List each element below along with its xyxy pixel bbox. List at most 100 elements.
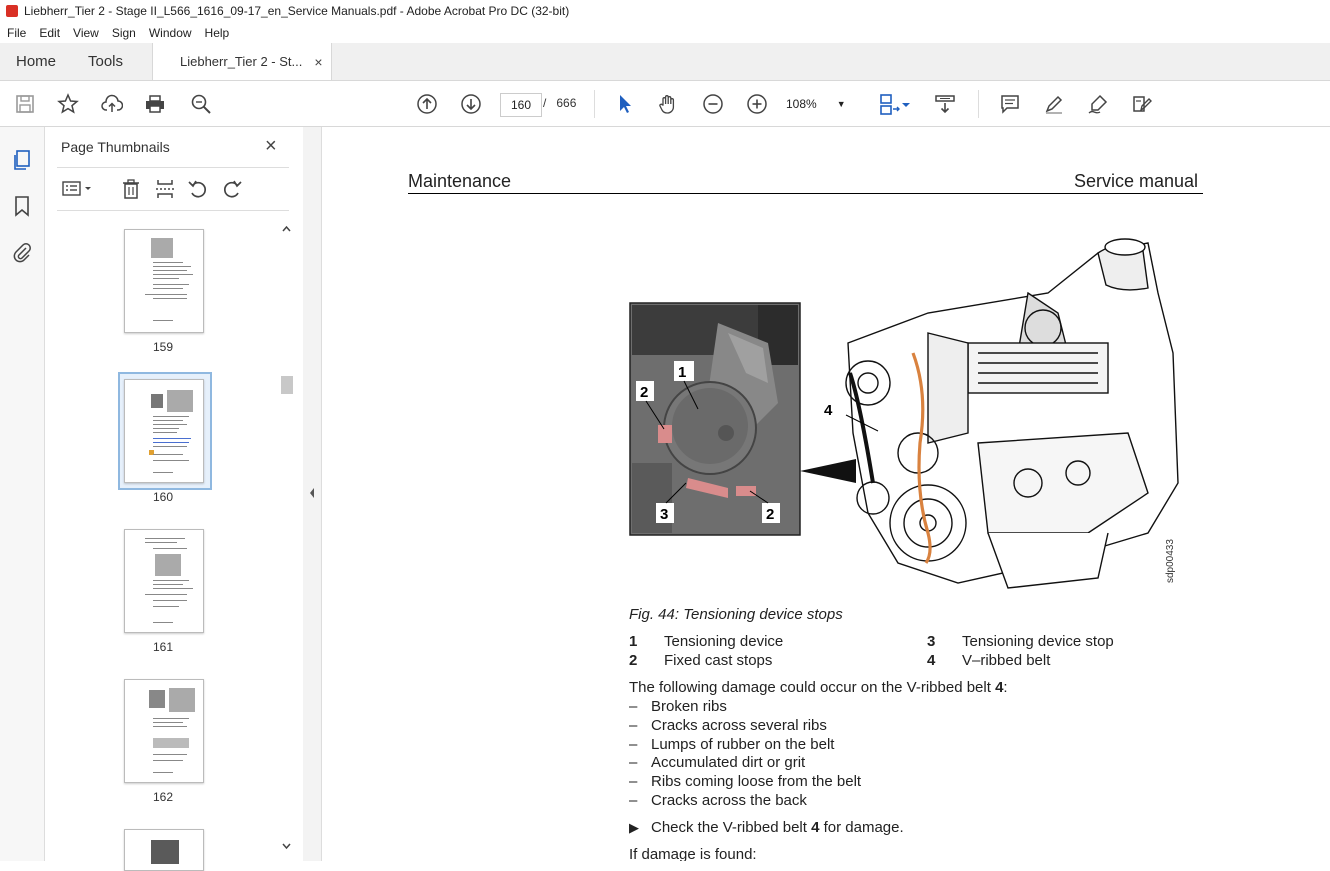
- damage-item-text: Broken ribs: [651, 698, 727, 715]
- figure-connector: [800, 459, 856, 483]
- panel-divider-2: [57, 210, 289, 211]
- damage-item-text: Accumulated dirt or grit: [651, 754, 806, 771]
- damage-item: –Ribs coming loose from the belt: [629, 773, 861, 790]
- next-page-icon[interactable]: [460, 93, 482, 115]
- damage-intro-text: The following damage could occur on the …: [629, 679, 996, 696]
- rotate-clockwise-icon[interactable]: [221, 178, 243, 200]
- collapse-arrow-icon: [310, 488, 314, 498]
- print-icon[interactable]: [144, 93, 166, 115]
- tab-document-label: Liebherr_Tier 2 - St...: [180, 54, 303, 69]
- dash-mark: –: [629, 736, 638, 753]
- thumbnail-label-159: 159: [152, 340, 174, 354]
- tab-close-icon[interactable]: ×: [314, 53, 323, 70]
- tab-document[interactable]: Liebherr_Tier 2 - St... ×: [152, 43, 332, 80]
- callout-1: 1: [678, 364, 686, 381]
- menu-bar: File Edit View Sign Window Help: [0, 22, 1330, 43]
- dash-mark: –: [629, 754, 638, 771]
- thumbnail-page-162[interactable]: [124, 679, 204, 783]
- rotate-counterclockwise-icon[interactable]: [187, 178, 209, 200]
- step-text: Check the V-ribbed belt 4 for damage.: [651, 819, 904, 836]
- toolbar: 160 / 666 108% ▼: [0, 81, 1330, 127]
- damage-intro-ref: 4: [995, 679, 1004, 696]
- page-thumbnails-icon[interactable]: [11, 149, 33, 171]
- page-header-right: Service manual: [1074, 171, 1199, 191]
- document-viewer: Maintenance Service manual: [322, 127, 1330, 861]
- thumbnail-options-icon[interactable]: [61, 178, 95, 200]
- fit-page-chevron-icon[interactable]: [900, 93, 912, 115]
- delete-page-icon[interactable]: [120, 178, 142, 200]
- callout-4: 4: [824, 402, 833, 419]
- bookmark-icon[interactable]: [11, 195, 33, 217]
- menu-window[interactable]: Window: [148, 25, 192, 40]
- page-total-count: 666: [556, 96, 577, 110]
- zoom-level-select[interactable]: 108% ▼: [786, 93, 856, 115]
- menu-help[interactable]: Help: [204, 25, 230, 40]
- legend-text-4: V–ribbed belt: [962, 652, 1051, 669]
- zoom-out-icon[interactable]: [702, 93, 724, 115]
- thumbnail-page-160[interactable]: [124, 379, 204, 483]
- damage-item: –Accumulated dirt or grit: [629, 754, 805, 771]
- thumbnail-label-162: 162: [152, 790, 174, 804]
- hand-tool-icon[interactable]: [657, 93, 679, 115]
- belt-highlight: [911, 352, 932, 564]
- scroll-mode-icon[interactable]: [934, 93, 956, 115]
- callout-4-leader: [845, 414, 879, 432]
- figure-code: sdp00433: [1165, 539, 1176, 583]
- menu-view[interactable]: View: [73, 25, 99, 40]
- menu-edit[interactable]: Edit: [39, 25, 61, 40]
- dash-mark: –: [629, 773, 638, 790]
- callout-3: 3: [660, 506, 668, 523]
- step-arrow-icon: ▶: [629, 820, 639, 835]
- fit-page-icon[interactable]: [878, 93, 900, 115]
- left-rail: [0, 127, 45, 861]
- header-rule: [408, 193, 1203, 194]
- damage-item: –Cracks across several ribs: [629, 717, 827, 734]
- window-title: Liebherr_Tier 2 - Stage II_L566_1616_09-…: [24, 4, 570, 18]
- engine-drawing: [845, 238, 1179, 589]
- star-icon[interactable]: [57, 93, 79, 115]
- scrollbar-thumb[interactable]: [281, 376, 293, 394]
- page-thumbnails-panel: Page Thumbnails × 159: [45, 127, 303, 871]
- save-icon[interactable]: [14, 93, 36, 115]
- edit-document-icon[interactable]: [1131, 93, 1153, 115]
- damage-item-text: Lumps of rubber on the belt: [651, 736, 835, 753]
- highlight-pen-icon[interactable]: [1043, 93, 1065, 115]
- thumbnail-page-163[interactable]: [124, 829, 204, 871]
- panel-divider: [57, 167, 289, 168]
- step-text-end: for damage.: [819, 819, 904, 836]
- zoom-in-icon[interactable]: [746, 93, 768, 115]
- thumbnail-scrollbar[interactable]: [280, 222, 293, 858]
- comment-icon[interactable]: [999, 93, 1021, 115]
- menu-file[interactable]: File: [7, 25, 27, 40]
- page-separator: /: [543, 96, 547, 110]
- legend-num-2: 2: [629, 652, 638, 669]
- thumbnail-page-159[interactable]: [124, 229, 204, 333]
- panel-close-icon[interactable]: ×: [265, 135, 277, 157]
- thumbnail-label-160: 160: [152, 490, 174, 504]
- zoom-search-icon[interactable]: [190, 93, 212, 115]
- legend-text-2: Fixed cast stops: [664, 652, 773, 669]
- panel-collapse-handle[interactable]: [303, 127, 322, 861]
- tab-tools[interactable]: Tools: [88, 53, 124, 70]
- sign-icon[interactable]: [1087, 93, 1109, 115]
- insert-page-icon[interactable]: [154, 178, 176, 200]
- attachment-icon[interactable]: [11, 241, 33, 263]
- figure-caption: Fig. 44: Tensioning device stops: [629, 606, 843, 623]
- step-text-main: Check the V-ribbed belt: [651, 819, 812, 836]
- page-header-left: Maintenance: [408, 171, 512, 191]
- previous-page-icon[interactable]: [416, 93, 438, 115]
- page-number-input[interactable]: 160: [500, 93, 542, 117]
- tab-home[interactable]: Home: [16, 53, 57, 70]
- upload-cloud-icon[interactable]: [101, 93, 123, 115]
- acrobat-app-icon: [6, 5, 18, 17]
- dash-mark: –: [629, 698, 638, 715]
- thumbnail-page-161[interactable]: [124, 529, 204, 633]
- damage-item-text: Cracks across the back: [651, 792, 807, 809]
- figure-tensioning-device: 1 2 3 2: [629, 238, 1179, 589]
- dash-mark: –: [629, 717, 638, 734]
- legend-num-1: 1: [629, 633, 638, 650]
- tab-bar: Home Tools Liebherr_Tier 2 - St... ×: [0, 43, 1330, 81]
- select-cursor-icon[interactable]: [614, 93, 636, 115]
- if-damage-found: If damage is found:: [629, 846, 757, 861]
- menu-sign[interactable]: Sign: [111, 25, 136, 40]
